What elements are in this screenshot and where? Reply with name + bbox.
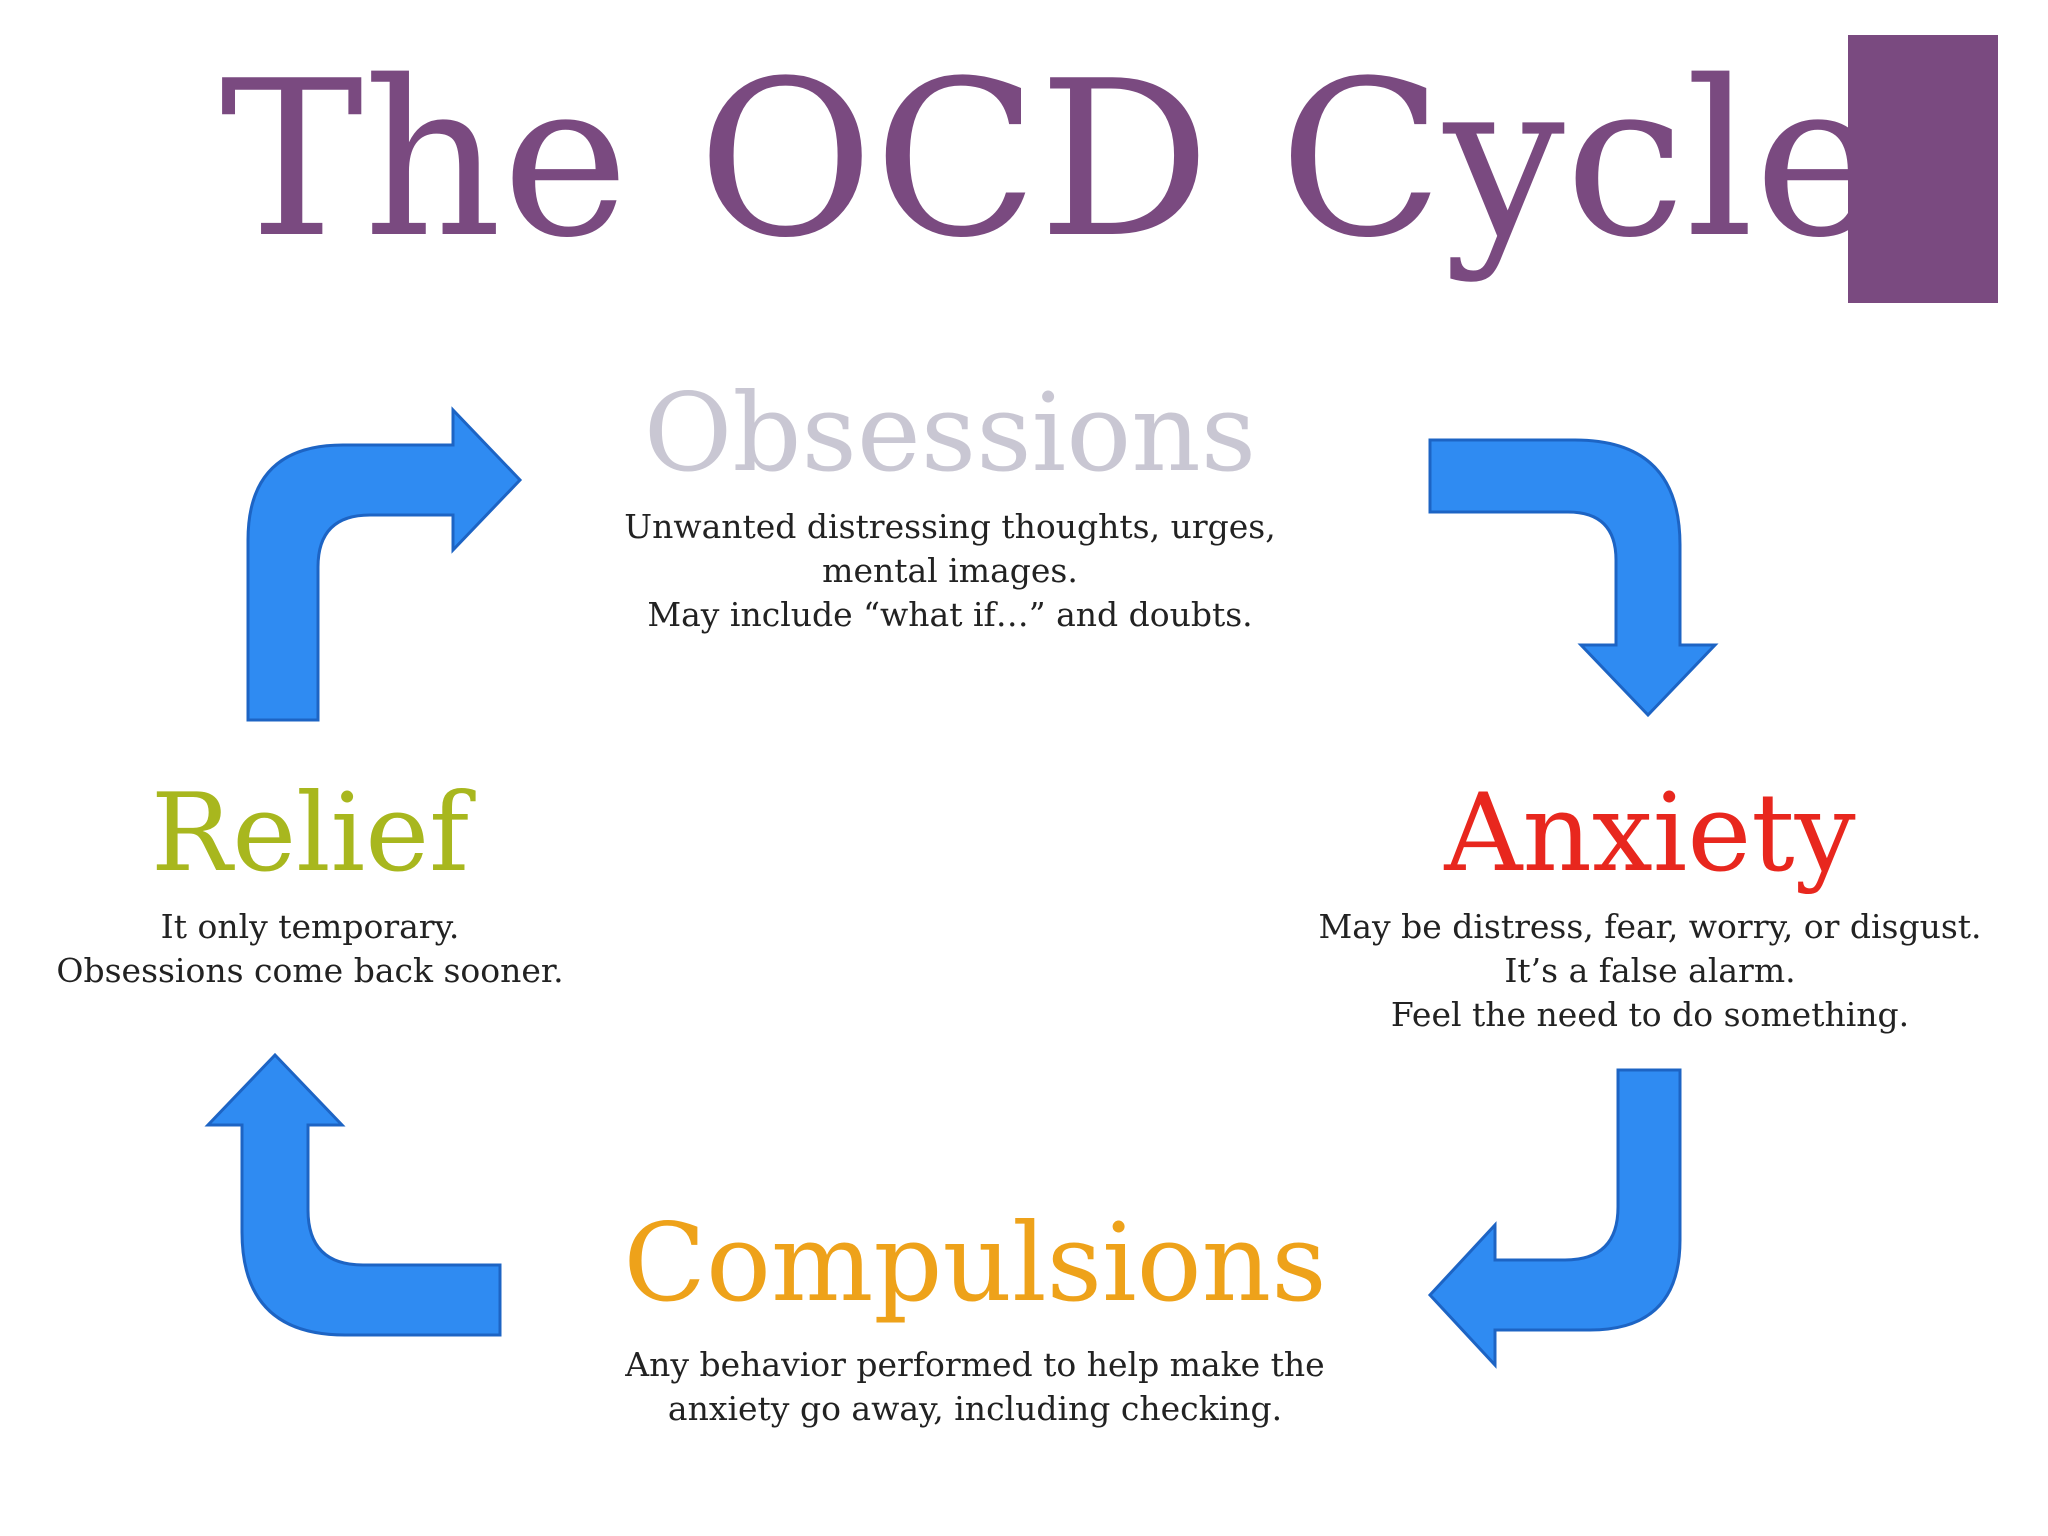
anxiety-line: May be distress, fear, worry, or disgust…	[1318, 907, 1982, 946]
relief-description: It only temporary. Obsessions come back …	[20, 905, 600, 993]
compulsions-heading: Compulsions	[623, 1201, 1327, 1326]
relief-line: Obsessions come back sooner.	[56, 951, 564, 990]
curved-arrow-up-right-icon	[246, 406, 523, 722]
page-title: The OCD Cycle	[220, 34, 1882, 285]
obsessions-heading: Obsessions	[643, 371, 1257, 496]
anxiety-heading: Anxiety	[1444, 771, 1856, 896]
curved-arrow-right-down-icon	[1428, 438, 1719, 718]
compulsions-description: Any behavior performed to help make the …	[560, 1343, 1390, 1431]
compulsions-line: anxiety go away, including checking.	[667, 1389, 1283, 1428]
obsessions-description: Unwanted distressing thoughts, urges, me…	[540, 505, 1360, 637]
anxiety-line: It’s a false alarm.	[1504, 951, 1796, 990]
obsessions-line: mental images.	[822, 551, 1078, 590]
relief-heading: Relief	[150, 771, 470, 896]
curved-arrow-left-up-icon	[204, 1052, 502, 1337]
curved-arrow-down-left-icon	[1427, 1068, 1682, 1369]
obsessions-line: May include “what if…” and doubts.	[647, 595, 1253, 634]
anxiety-line: Feel the need to do something.	[1390, 995, 1910, 1034]
compulsions-line: Any behavior performed to help make the	[625, 1345, 1325, 1384]
relief-line: It only temporary.	[160, 907, 460, 946]
anxiety-description: May be distress, fear, worry, or disgust…	[1270, 905, 2030, 1037]
obsessions-line: Unwanted distressing thoughts, urges,	[624, 507, 1276, 546]
accent-block	[1848, 35, 1998, 303]
